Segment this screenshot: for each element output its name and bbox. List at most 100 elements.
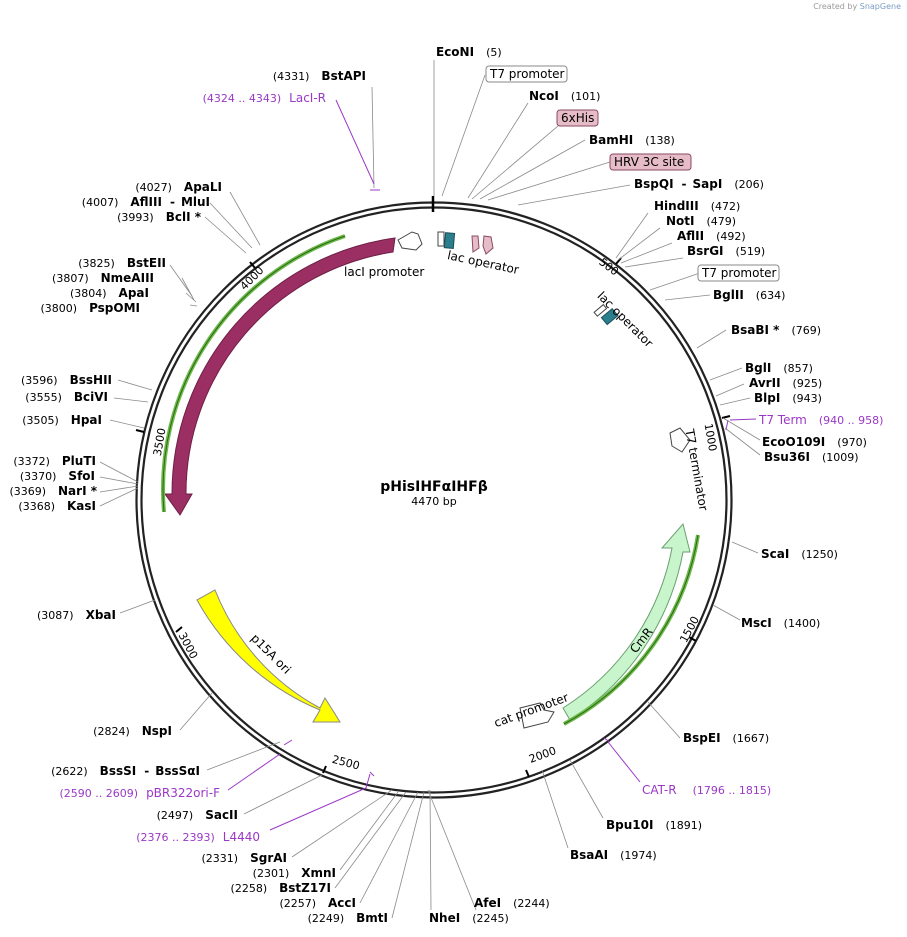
site-name[interactable]: ApaLI bbox=[184, 180, 222, 194]
hrv3c-text: HRV 3C site bbox=[614, 155, 684, 169]
primer-name[interactable]: L4440 bbox=[223, 830, 260, 844]
site-name[interactable]: BsaBI * bbox=[731, 323, 780, 337]
site-name-2[interactable]: BssSαI bbox=[155, 764, 200, 778]
site-name[interactable]: BclI * bbox=[166, 210, 202, 224]
svg-text:BglI(857): BglI(857) bbox=[745, 361, 813, 375]
primer-labels: (4324 .. 4343)LacI-R T7 Term(940 .. 958)… bbox=[60, 91, 884, 844]
site-name[interactable]: ScaI bbox=[761, 547, 789, 561]
svg-text:(2249)BmtI: (2249)BmtI bbox=[308, 911, 388, 925]
site-pos: (4331) bbox=[273, 70, 310, 83]
site-name[interactable]: BssSI bbox=[100, 764, 137, 778]
lac-operator-label: lac operator bbox=[446, 248, 520, 277]
site-name[interactable]: AccI bbox=[328, 896, 356, 910]
site-name[interactable]: HindIII bbox=[654, 199, 699, 213]
site-name[interactable]: BamHI bbox=[589, 133, 633, 147]
site-name-2[interactable]: MluI bbox=[181, 195, 210, 209]
site-name-2[interactable]: SapI bbox=[693, 177, 723, 191]
site-name[interactable]: ApaI bbox=[119, 286, 149, 300]
site-name[interactable]: BstZ17I bbox=[279, 881, 331, 895]
lacI-arrow[interactable] bbox=[164, 237, 396, 516]
site-name[interactable]: Bsu36I bbox=[764, 450, 810, 464]
site-name[interactable]: NcoI bbox=[529, 89, 559, 103]
svg-text:(3804)ApaI: (3804)ApaI bbox=[70, 286, 149, 300]
svg-text:Bpu10I(1891): Bpu10I(1891) bbox=[606, 818, 702, 832]
svg-text:NcoI(101): NcoI(101) bbox=[529, 89, 600, 103]
site-pos: (1667) bbox=[733, 732, 770, 745]
svg-text:NotI(479): NotI(479) bbox=[666, 214, 736, 228]
plasmid-size: 4470 bp bbox=[411, 495, 456, 508]
p15a-ori-arrow[interactable] bbox=[196, 589, 341, 723]
svg-text:BspQI-SapI(206): BspQI-SapI(206) bbox=[634, 177, 764, 191]
site-pos: (3368) bbox=[18, 500, 55, 513]
primer-name[interactable]: LacI-R bbox=[289, 91, 326, 105]
svg-text:BglII(634): BglII(634) bbox=[713, 288, 785, 302]
cmr-arrow[interactable] bbox=[562, 522, 691, 721]
lac-operator-2-box bbox=[600, 307, 619, 326]
primer-name[interactable]: pBR322ori-F bbox=[146, 786, 220, 800]
site-name[interactable]: SfoI bbox=[68, 469, 95, 483]
lacI-label: lacI bbox=[253, 323, 276, 348]
primer-range: (2376 .. 2393) bbox=[136, 831, 215, 844]
svg-text:(2590 .. 2609)pBR322ori-F: (2590 .. 2609)pBR322ori-F bbox=[60, 786, 221, 800]
site-name[interactable]: XbaI bbox=[86, 608, 116, 622]
site-name[interactable]: NmeAIII bbox=[101, 271, 154, 285]
site-pos: (5) bbox=[486, 46, 502, 59]
site-name[interactable]: AflII bbox=[677, 229, 704, 243]
site-name[interactable]: NotI bbox=[666, 214, 695, 228]
boxed-labels: T7 promoter 6xHis HRV 3C site T7 promote… bbox=[485, 65, 780, 282]
site-pos: (769) bbox=[791, 324, 821, 337]
site-name[interactable]: BglII bbox=[713, 288, 744, 302]
svg-text:EcoO109I(970): EcoO109I(970) bbox=[762, 435, 867, 449]
svg-text:(4007)AflIII-MluI: (4007)AflIII-MluI bbox=[82, 195, 210, 209]
site-name[interactable]: AfeI bbox=[474, 896, 501, 910]
site-name[interactable]: BspQI bbox=[634, 177, 674, 191]
site-name[interactable]: SgrAI bbox=[250, 851, 287, 865]
svg-text:(3596)BssHII: (3596)BssHII bbox=[21, 373, 112, 387]
primer-name[interactable]: CAT-R bbox=[642, 783, 677, 797]
tick-label: 1500 bbox=[677, 614, 702, 645]
site-pos: (4007) bbox=[82, 196, 119, 209]
site-name[interactable]: BlpI bbox=[754, 391, 780, 405]
site-name[interactable]: AflIII bbox=[130, 195, 162, 209]
site-name[interactable]: PspOMI bbox=[89, 301, 140, 315]
site-name[interactable]: BsrGI bbox=[687, 244, 724, 258]
site-name[interactable]: EcoO109I bbox=[762, 435, 825, 449]
site-name[interactable]: PluTI bbox=[62, 454, 96, 468]
site-name[interactable]: BglI bbox=[745, 361, 771, 375]
site-pos: (3825) bbox=[78, 257, 115, 270]
credit-brand: SnapGene bbox=[859, 2, 901, 11]
site-pos: (2331) bbox=[202, 852, 239, 865]
site-name[interactable]: BstEII bbox=[127, 256, 166, 270]
leader-lines bbox=[99, 60, 761, 919]
site-name[interactable]: EcoNI bbox=[436, 45, 474, 59]
svg-text:(3505)HpaI: (3505)HpaI bbox=[22, 413, 102, 427]
site-name[interactable]: BssHII bbox=[70, 373, 112, 387]
6xhis-box bbox=[556, 109, 599, 127]
site-name[interactable]: NarI * bbox=[58, 484, 98, 498]
site-name[interactable]: BstAPI bbox=[321, 69, 366, 83]
site-name[interactable]: AvrII bbox=[749, 376, 781, 390]
primer-name[interactable]: T7 Term bbox=[758, 413, 807, 427]
site-name[interactable]: NspI bbox=[142, 724, 172, 738]
site-name[interactable]: Bpu10I bbox=[606, 818, 653, 832]
site-name[interactable]: BmtI bbox=[356, 911, 388, 925]
site-pos: (1974) bbox=[620, 849, 657, 862]
site-name[interactable]: NheI bbox=[429, 911, 460, 925]
site-pos: (206) bbox=[734, 178, 764, 191]
site-name[interactable]: XmnI bbox=[301, 866, 336, 880]
site-pos: (2245) bbox=[472, 912, 509, 925]
site-pos: (1400) bbox=[784, 617, 821, 630]
site-name[interactable]: HpaI bbox=[71, 413, 102, 427]
t7-promoter-2-box bbox=[697, 264, 780, 282]
site-pos: (2301) bbox=[253, 867, 290, 880]
svg-text:(3807)NmeAIII: (3807)NmeAIII bbox=[52, 271, 154, 285]
site-name[interactable]: SacII bbox=[205, 808, 238, 822]
site-name[interactable]: BsaAI bbox=[570, 848, 608, 862]
plasmid-name: pHisIHFαIHFβ bbox=[380, 479, 488, 495]
site-name[interactable]: BciVI bbox=[74, 390, 108, 404]
site-name[interactable]: MscI bbox=[741, 616, 772, 630]
hrv3c-box bbox=[609, 153, 692, 171]
site-name[interactable]: KasI bbox=[67, 499, 96, 513]
site-name[interactable]: BspEI bbox=[683, 731, 721, 745]
svg-text:EcoNI(5): EcoNI (5) bbox=[436, 45, 502, 59]
